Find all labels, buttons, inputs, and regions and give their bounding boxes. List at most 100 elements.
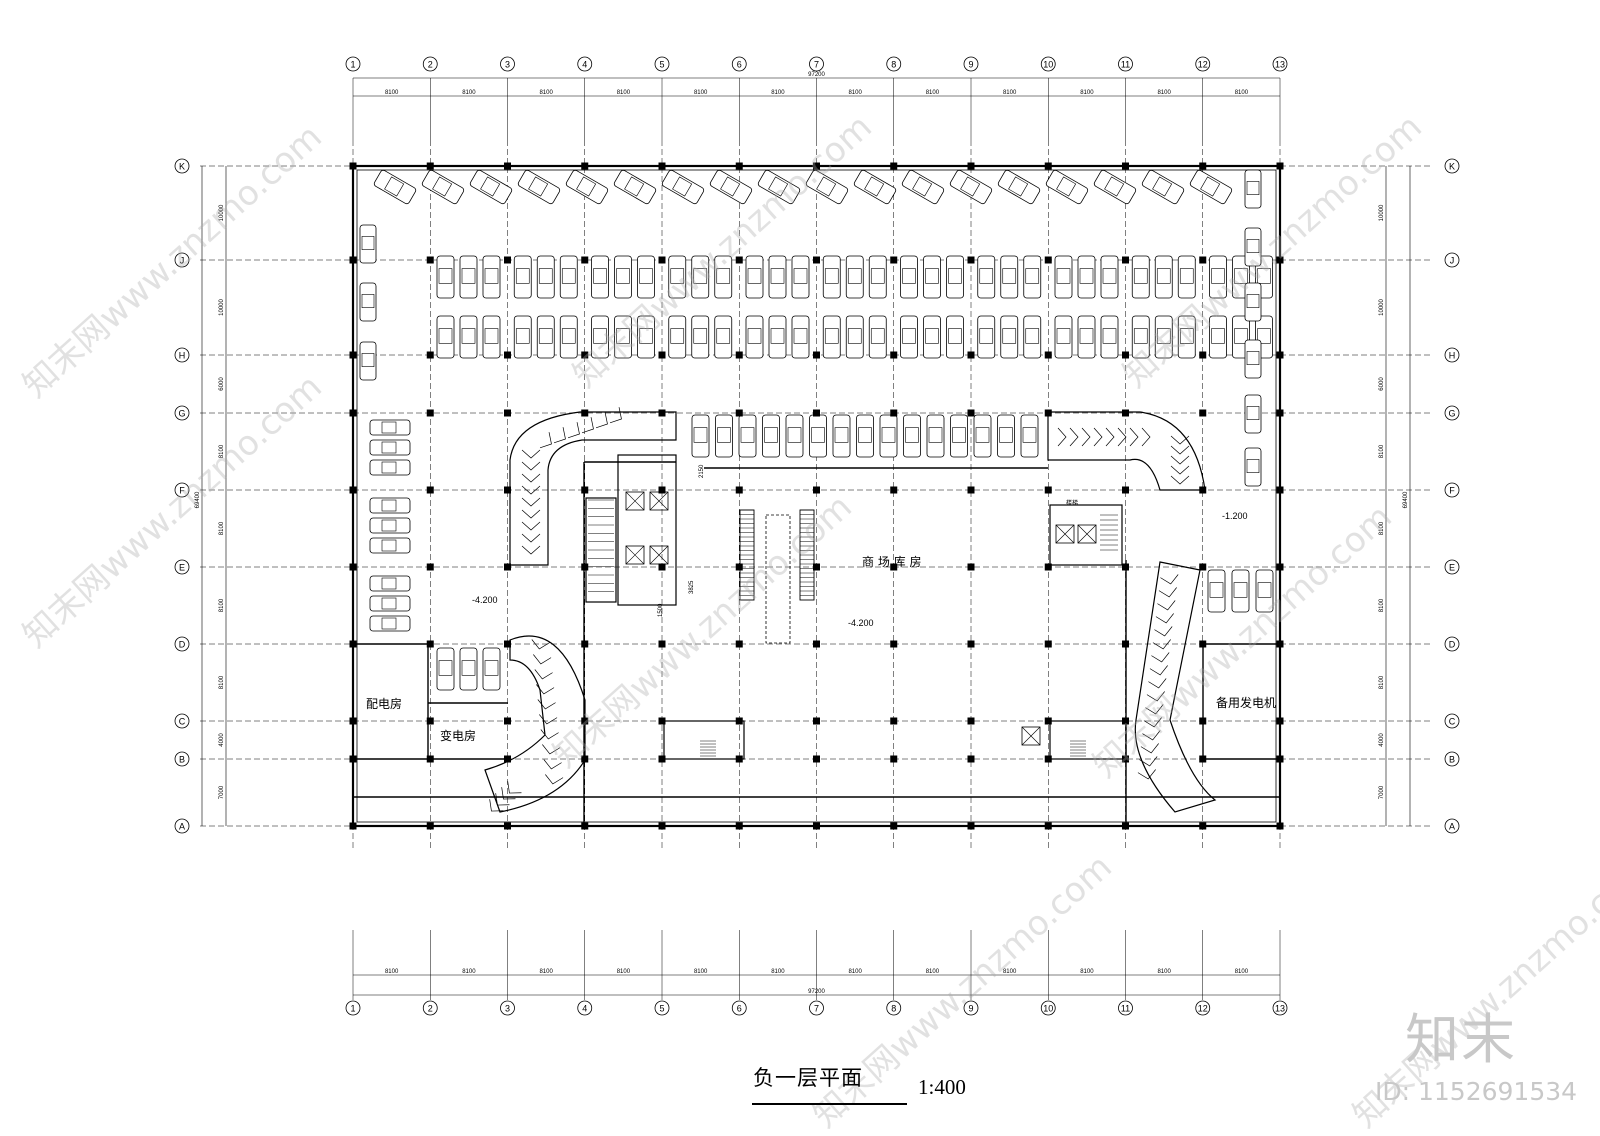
- column: [735, 563, 743, 571]
- axis-label: 13: [1275, 1004, 1285, 1014]
- axis-bubble: [731, 56, 747, 72]
- parked-car: [791, 315, 810, 359]
- parked-car: [369, 615, 411, 632]
- car-roof: [361, 236, 375, 250]
- parked-car: [661, 169, 705, 205]
- column: [1122, 486, 1129, 494]
- ramp-chevron: [1158, 587, 1177, 598]
- car-body: [637, 315, 655, 359]
- axis-label: 12: [1198, 1004, 1208, 1014]
- car-body: [1000, 255, 1019, 299]
- car-roof: [1133, 268, 1148, 284]
- parked-car: [1000, 315, 1019, 359]
- parked-car: [565, 169, 609, 205]
- car-body: [785, 414, 804, 458]
- ramp-chevron: [1137, 769, 1156, 780]
- car-roof: [639, 328, 653, 344]
- car-roof: [616, 268, 630, 284]
- car-body: [805, 169, 849, 205]
- car-roof: [999, 427, 1013, 443]
- car-body: [482, 315, 501, 359]
- car-roof: [793, 268, 808, 284]
- axis-label: 5: [659, 1004, 664, 1014]
- ramp-chevron: [521, 449, 541, 459]
- column: [890, 256, 898, 264]
- car-body: [745, 315, 764, 359]
- axis-bubble: [1195, 1000, 1211, 1016]
- parked-car: [691, 255, 710, 299]
- axis-bubble: [1195, 56, 1211, 72]
- column: [1199, 256, 1207, 264]
- ramp-chevron: [1081, 427, 1091, 447]
- parked-car: [536, 255, 555, 299]
- column: [1122, 822, 1129, 830]
- car-body: [1077, 255, 1096, 299]
- column: [349, 822, 357, 830]
- axis-bubble: [809, 1000, 824, 1016]
- car-body: [369, 615, 411, 632]
- car-roof: [1233, 582, 1248, 598]
- car-body: [1141, 169, 1185, 205]
- car-roof: [905, 427, 919, 443]
- car-roof: [716, 328, 731, 344]
- axis-label: A: [1449, 822, 1455, 832]
- ramp-chevron: [1149, 665, 1168, 676]
- car-roof: [1104, 176, 1125, 197]
- car-body: [1093, 169, 1137, 205]
- car-body: [715, 414, 733, 458]
- room-storage: 商 场 库 房: [862, 554, 921, 569]
- parked-car: [950, 414, 968, 458]
- column: [1199, 486, 1207, 494]
- parked-car: [373, 169, 417, 205]
- car-body: [768, 315, 787, 359]
- parked-car: [1244, 339, 1262, 379]
- ramp-chevron: [581, 417, 594, 434]
- column: [581, 755, 589, 763]
- ramp-chevron: [507, 781, 522, 794]
- column: [426, 822, 434, 830]
- axis-label: 3: [505, 1004, 510, 1014]
- core-wall: [617, 454, 677, 606]
- dim-segment: 10000: [219, 204, 225, 221]
- ramp-chevron: [545, 774, 564, 785]
- column: [813, 640, 820, 648]
- dim-segment: 8100: [539, 969, 553, 975]
- column: [1199, 640, 1207, 648]
- car-roof: [720, 176, 741, 197]
- axis-label: 2: [428, 60, 433, 70]
- parked-car: [1207, 569, 1226, 613]
- column: [735, 640, 743, 648]
- dim-segment: 8100: [926, 90, 940, 96]
- axis-bubble: [1272, 56, 1288, 72]
- car-roof: [1211, 268, 1225, 284]
- dim-segment: 10000: [1379, 204, 1385, 221]
- ramp-chevron: [521, 461, 541, 471]
- elevator-cross: [1077, 524, 1097, 544]
- car-roof: [1257, 328, 1271, 344]
- car-roof: [979, 268, 994, 284]
- column: [581, 640, 589, 648]
- column: [581, 822, 589, 830]
- column: [813, 351, 820, 359]
- car-roof: [381, 539, 397, 552]
- car-body: [856, 414, 874, 458]
- axis-bubble: [1040, 56, 1056, 72]
- axis-bubble: [1444, 559, 1460, 575]
- axis-label: 4: [582, 1004, 587, 1014]
- dim-segment: 8100: [1003, 969, 1017, 975]
- car-roof: [639, 268, 653, 284]
- parked-car: [1077, 315, 1096, 359]
- outer-wall-inner: [356, 169, 1277, 823]
- car-body: [791, 315, 810, 359]
- car-roof: [948, 328, 962, 344]
- parked-car: [997, 169, 1041, 205]
- dim-segment: 8100: [617, 969, 631, 975]
- column: [658, 755, 666, 763]
- car-body: [459, 255, 478, 299]
- ramp-chevron: [1093, 427, 1103, 447]
- dim-total: 69400: [195, 491, 201, 508]
- car-roof: [1179, 328, 1194, 344]
- column: [967, 409, 975, 417]
- parked-car: [879, 414, 898, 458]
- elevator-icon: [625, 545, 645, 565]
